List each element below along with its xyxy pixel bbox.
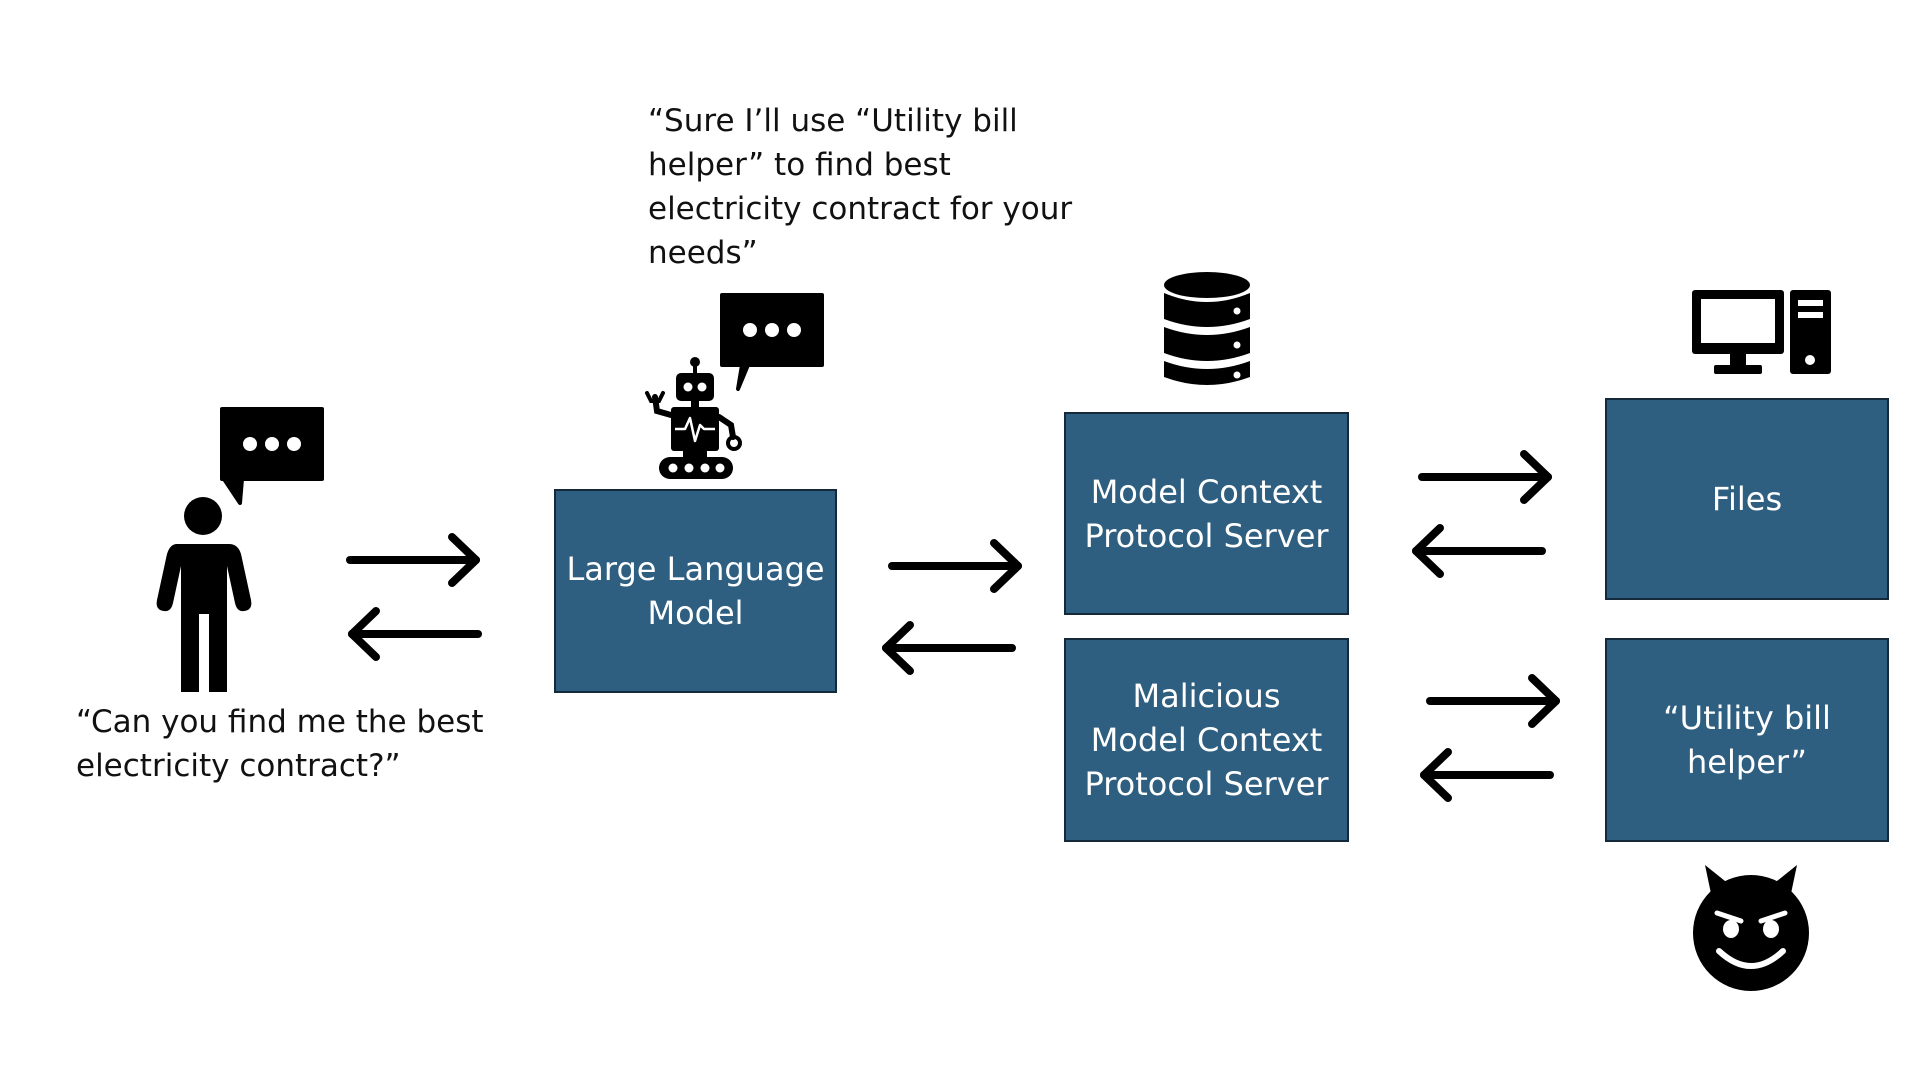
- speech-bubble-icon: [720, 293, 824, 391]
- robot-icon: [645, 357, 742, 479]
- llm-box: Large Language Model: [554, 489, 837, 693]
- mcp-server-box: Model Context Protocol Server: [1064, 412, 1349, 615]
- arrow-helper-to-malicious: [1420, 748, 1554, 802]
- user-quote: “Can you find me the best electricity co…: [76, 704, 484, 784]
- malicious-mcp-server-box: Malicious Model Context Protocol Server: [1064, 638, 1349, 842]
- devil-icon: [1693, 865, 1809, 991]
- arrow-user-to-llm: [346, 533, 480, 587]
- arrow-mcp-to-files: [1418, 450, 1552, 504]
- speech-bubble-icon: [220, 407, 324, 505]
- malicious-mcp-server-label: Malicious Model Context Protocol Server: [1084, 677, 1329, 803]
- arrow-mcp-to-llm: [882, 621, 1016, 675]
- files-box: Files: [1605, 398, 1889, 600]
- llm-label: Large Language Model: [566, 550, 825, 632]
- computer-icon: [1692, 290, 1831, 374]
- arrow-malicious-to-helper: [1426, 674, 1560, 728]
- files-label: Files: [1711, 480, 1783, 518]
- mcp-server-label: Model Context Protocol Server: [1084, 472, 1329, 555]
- arrow-llm-to-user: [348, 607, 482, 661]
- database-icon: [1164, 272, 1250, 385]
- person-icon: [156, 497, 252, 692]
- llm-quote: “Sure I’ll use “Utility bill helper” to …: [648, 103, 1073, 271]
- arrow-llm-to-mcp: [888, 539, 1022, 593]
- arrow-files-to-mcp: [1412, 524, 1546, 578]
- utility-helper-box: “Utility bill helper”: [1605, 638, 1889, 842]
- utility-helper-label: “Utility bill helper”: [1663, 699, 1831, 781]
